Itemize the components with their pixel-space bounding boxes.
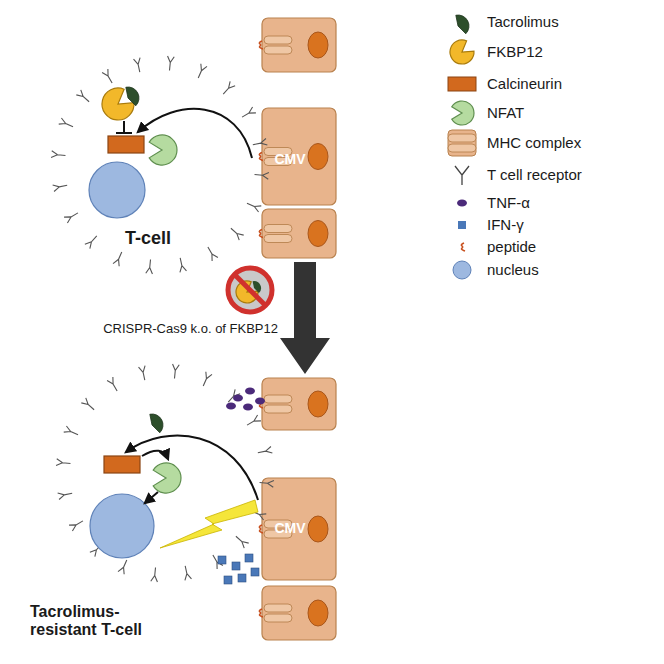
nuclear-translocation-arrow xyxy=(145,492,158,503)
legend-text: MHC complex xyxy=(487,134,581,152)
peptide xyxy=(259,153,263,161)
legend-icon xyxy=(452,101,474,125)
peptide xyxy=(259,609,263,617)
ifn-gamma xyxy=(245,554,253,562)
ifn-gamma xyxy=(224,576,232,584)
legend-text: nucleus xyxy=(487,261,539,279)
legend-icon xyxy=(453,261,471,279)
peptide xyxy=(259,230,263,238)
mhc-complex xyxy=(264,36,292,54)
mhc-complex xyxy=(264,225,292,243)
legend-text: TNF-α xyxy=(487,194,530,212)
legend-icon xyxy=(455,166,469,185)
tnf-alpha xyxy=(245,388,255,395)
tnf-alpha xyxy=(243,404,253,411)
legend-icon xyxy=(450,40,474,64)
t-cell-receptors xyxy=(56,364,274,582)
t-cell: T-cell xyxy=(65,70,255,260)
legend-icon xyxy=(458,221,466,229)
nucleus xyxy=(89,162,145,218)
target-cell-nucleus xyxy=(308,391,328,417)
cell-membrane xyxy=(70,378,260,568)
target-cell-nucleus xyxy=(308,516,328,542)
ifn-gamma xyxy=(218,556,226,564)
ifn-gamma xyxy=(232,562,240,570)
mhc-complex xyxy=(448,134,476,152)
activation-arrow xyxy=(142,451,168,459)
ifn-gamma xyxy=(238,574,246,582)
legend-icon xyxy=(448,77,476,91)
nucleus xyxy=(90,494,154,558)
target-cell-nucleus xyxy=(308,144,328,170)
target-cell-nucleus xyxy=(308,600,328,626)
legend-text: IFN-γ xyxy=(487,216,524,234)
cmv-hexagon: CMV xyxy=(260,502,320,554)
target-cell xyxy=(262,478,336,580)
target-cell xyxy=(262,209,336,258)
peptide xyxy=(461,243,465,251)
calcineurin xyxy=(104,456,140,473)
legend-icon xyxy=(457,200,467,207)
legend-icon xyxy=(448,130,476,156)
cell-body xyxy=(71,379,259,567)
peptide xyxy=(259,41,263,49)
cell-label: Tacrolimus-resistant T-cell xyxy=(30,603,165,640)
legend-text: NFAT xyxy=(487,104,524,122)
tacrolimus xyxy=(150,414,163,433)
cell-body xyxy=(66,71,254,259)
transformation-arrow xyxy=(280,262,330,374)
hexagon xyxy=(260,502,320,554)
lightning xyxy=(160,500,258,548)
nfat xyxy=(149,135,177,165)
cmv-hexagon: CMV xyxy=(260,133,320,185)
legend-text: T cell receptor xyxy=(487,166,582,184)
virus-label: CMV xyxy=(274,151,305,167)
legend-text: FKBP12 xyxy=(487,43,543,61)
calcineurin xyxy=(108,136,144,153)
target-cell xyxy=(262,586,336,640)
target-cell xyxy=(262,108,336,205)
t-cell-receptors xyxy=(51,56,269,274)
virus-label: CMV xyxy=(274,520,305,536)
legend-text: peptide xyxy=(487,238,536,256)
cell-label: T-cell xyxy=(125,228,171,249)
tnf-alpha xyxy=(226,403,236,410)
legend-text: Calcineurin xyxy=(487,75,562,93)
tnf-alpha xyxy=(255,398,265,405)
ifn-gamma xyxy=(251,568,259,576)
tacrolimus xyxy=(126,87,139,106)
cross-out xyxy=(256,496,324,560)
legend-icon xyxy=(456,15,469,34)
inhibition-line xyxy=(116,121,132,133)
step-label: CRISPR-Cas9 k.o. of FKBP12 xyxy=(78,321,278,336)
mhc-complex xyxy=(264,395,292,413)
no-symbol xyxy=(228,268,272,312)
hexagon xyxy=(260,133,320,185)
nfat xyxy=(153,463,181,493)
target-cell xyxy=(262,18,336,72)
t-cell: Tacrolimus-resistant T-cell xyxy=(70,378,260,568)
signal-arrow xyxy=(138,109,252,158)
legend-text: Tacrolimus xyxy=(487,13,559,31)
target-cell xyxy=(262,378,336,430)
tnf-alpha xyxy=(233,395,243,402)
mhc-complex xyxy=(264,604,292,622)
peptide xyxy=(259,525,263,533)
target-cell-nucleus xyxy=(308,221,328,247)
target-cell-nucleus xyxy=(308,32,328,58)
signal-arrow xyxy=(126,435,258,500)
